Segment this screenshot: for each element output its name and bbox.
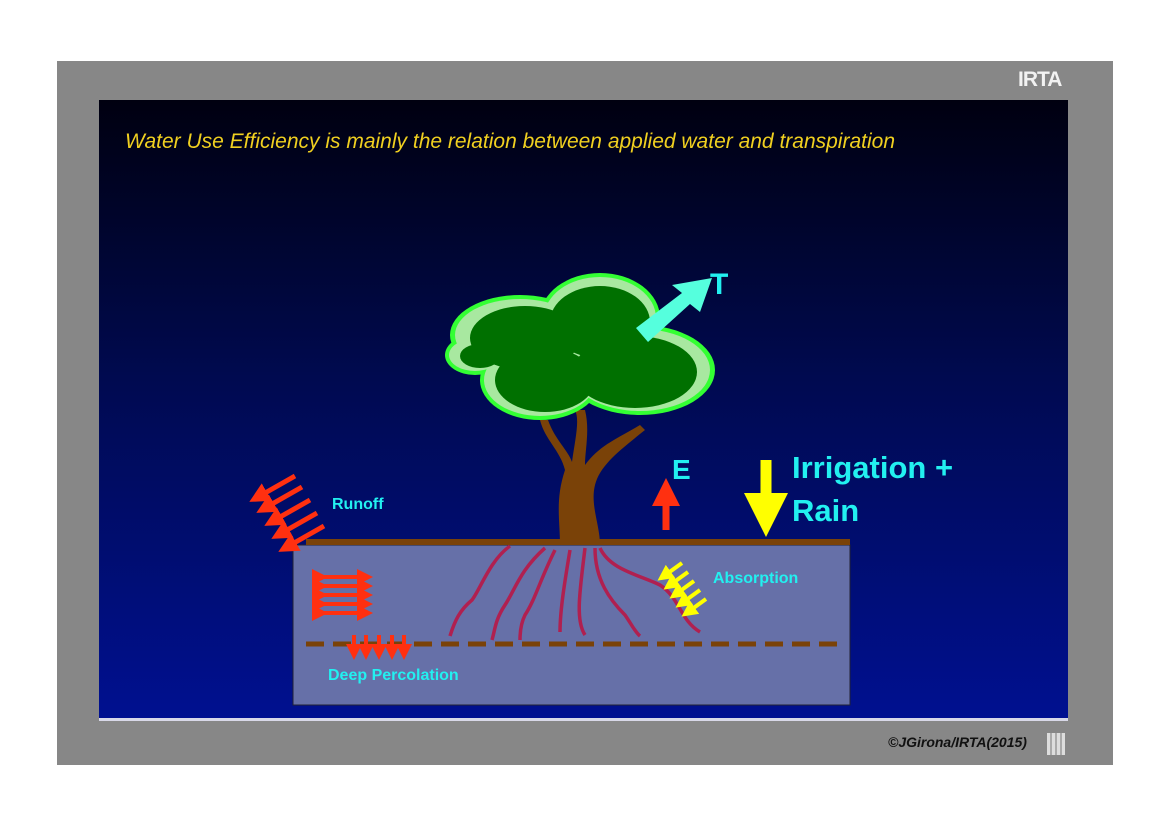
soil-block [292,544,851,706]
tree-canopy [445,273,715,420]
tree-trunk [540,410,645,545]
absorption-label: Absorption [713,570,799,587]
lateral-flow-arrows [312,569,373,621]
absorption-arrows [657,561,708,617]
irta-logo: IRTA [1018,68,1062,91]
seal-icon [1047,733,1065,755]
slide-title: Water Use Efficiency is mainly the relat… [125,130,896,153]
evaporation-label: E [672,454,691,485]
roots [448,544,701,641]
transpiration-label: T [710,268,729,301]
deep-percolation-label: Deep Percolation [328,667,459,684]
percolation-arrows [346,635,412,660]
irrigation-label-2: Rain [792,493,860,528]
transpiration-arrow [636,278,712,342]
copyright: ©JGirona/IRTA(2015) [888,734,1027,750]
irrigation-label-1: Irrigation + [792,450,954,485]
runoff-label: Runoff [332,496,384,513]
runoff-arrows [249,473,326,552]
